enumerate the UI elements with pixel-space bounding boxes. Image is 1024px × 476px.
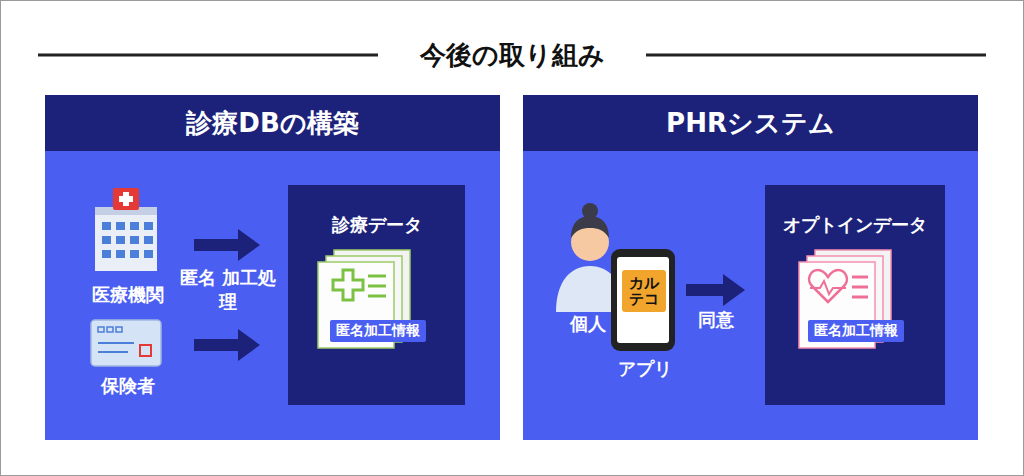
document-icon xyxy=(318,250,410,348)
title-rule xyxy=(38,54,378,57)
tag-label: 匿名加工情報 xyxy=(330,320,426,342)
flow-arrow xyxy=(686,274,745,306)
logo-text: カル テコ xyxy=(628,275,661,308)
section-header: PHRシステム xyxy=(523,95,978,151)
box-heading: 診療データ xyxy=(288,213,465,237)
title-rule xyxy=(646,54,986,57)
tag-text: 匿名加工情報 xyxy=(336,322,420,338)
flow-arrow xyxy=(194,229,260,261)
flow-arrow xyxy=(194,329,260,361)
tag-text: 匿名加工情報 xyxy=(814,322,898,338)
tag-label: 匿名加工情報 xyxy=(808,320,904,342)
section-header: 診療DBの構築 xyxy=(45,95,500,151)
process-label: 匿名 加工処理 xyxy=(178,266,278,314)
icon-label: アプリ xyxy=(608,358,682,380)
hospital-icon xyxy=(95,188,157,271)
diagram-title: 今後の取り組み xyxy=(0,38,1024,73)
insurance-card-icon xyxy=(91,320,161,366)
icon-label: 保険者 xyxy=(75,375,180,397)
edge-label: 同意 xyxy=(698,308,734,332)
icon-label: 個人 xyxy=(548,313,628,335)
app-logo: カル テコ xyxy=(622,270,666,312)
box-heading: オプトインデータ xyxy=(765,213,945,237)
smartphone-icon xyxy=(611,249,675,351)
document-icon xyxy=(799,250,891,348)
icon-label: 医療機関 xyxy=(75,284,180,306)
title-text: 今後の取り組み xyxy=(410,40,615,70)
